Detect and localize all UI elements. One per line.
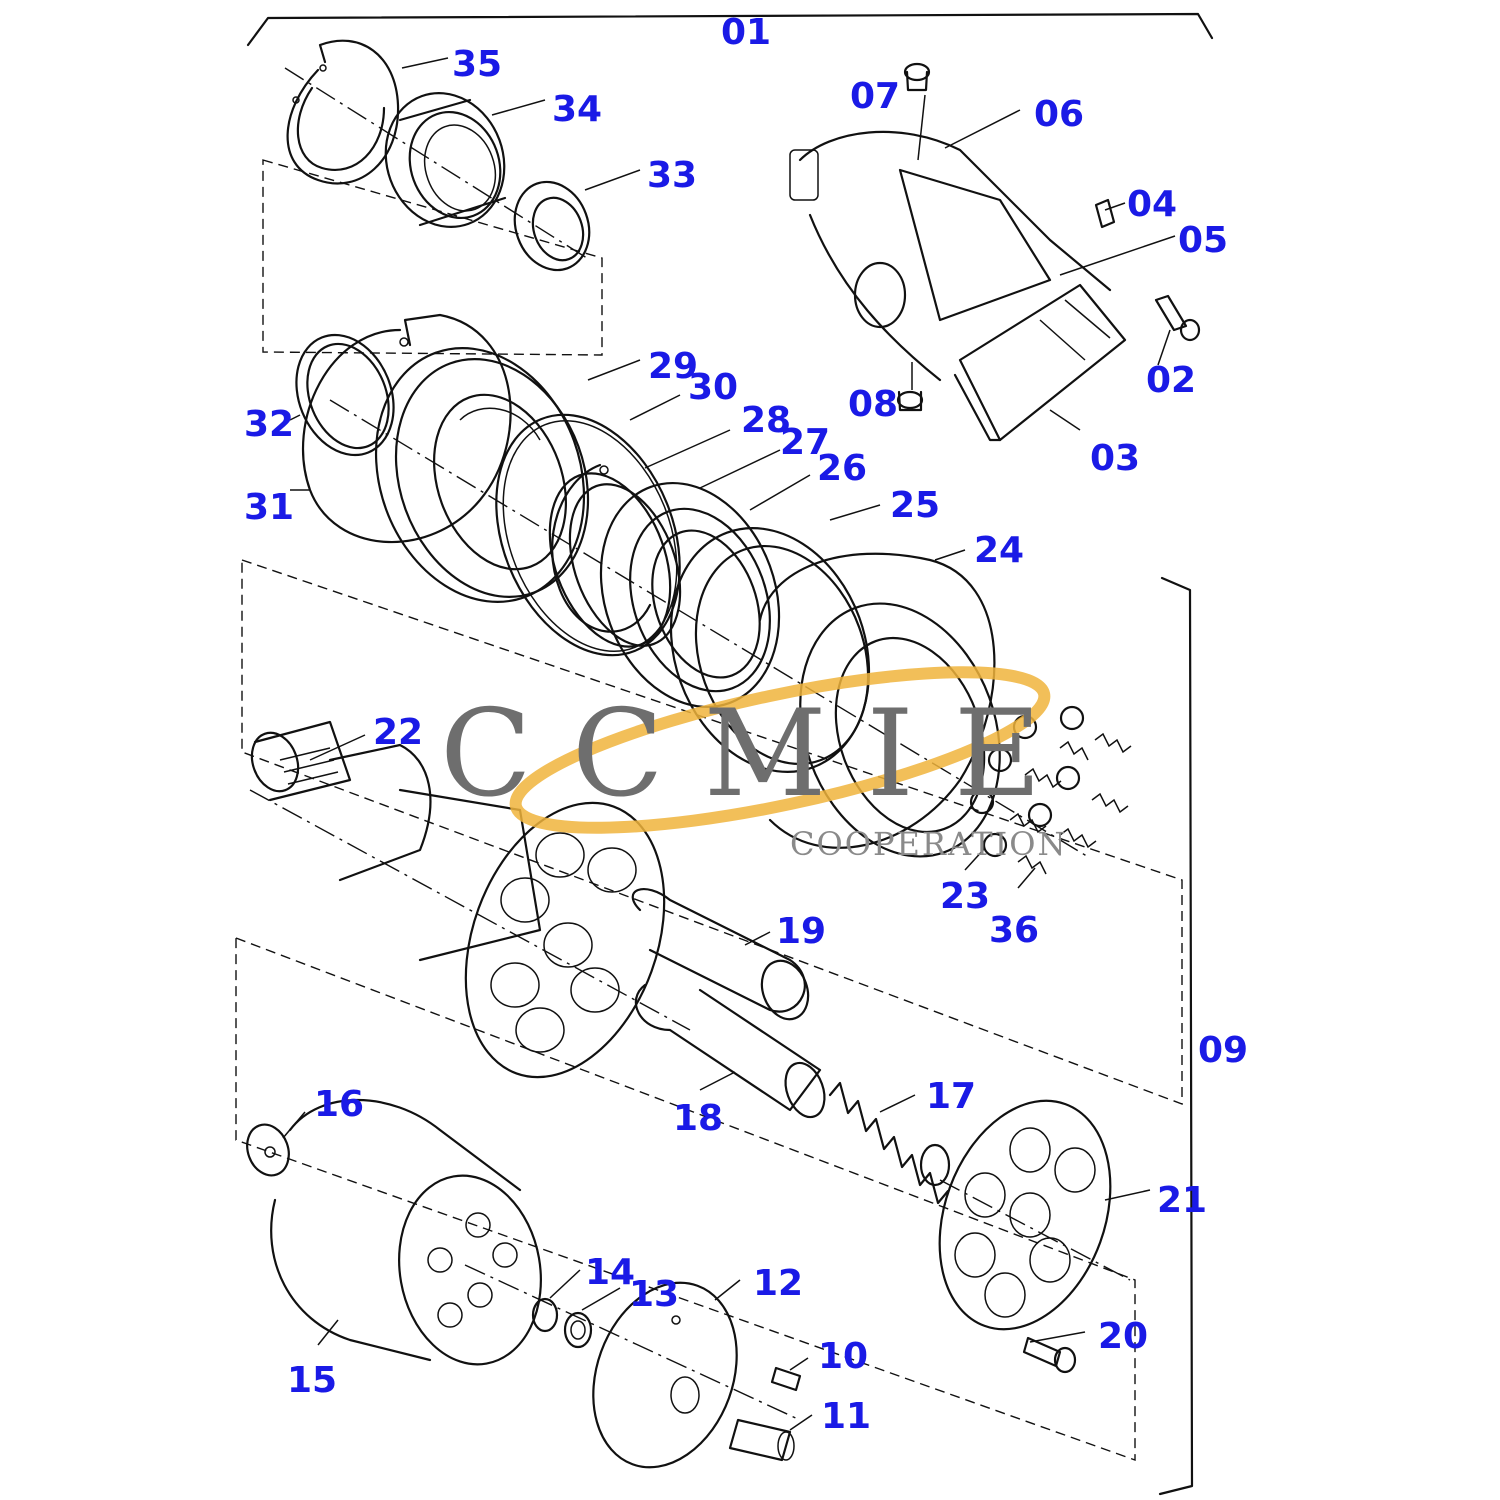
part-16-washer [246, 1123, 290, 1177]
label-05: 05 [1178, 220, 1228, 261]
part-17-spring [828, 1081, 951, 1205]
part-08-plug [896, 390, 924, 412]
part-21-valve-plate [938, 1099, 1112, 1331]
label-26: 26 [817, 448, 867, 489]
label-34: 34 [552, 89, 602, 130]
part-34-seal-housing [384, 91, 507, 229]
part-31-retaining-ring [301, 313, 512, 543]
bracket-09 [1158, 576, 1194, 1496]
part-11-pin [728, 1418, 795, 1462]
label-20: 20 [1098, 1316, 1148, 1357]
part-28-snap-ring [551, 463, 652, 633]
part-15-cylinder-block [270, 1098, 542, 1366]
label-33: 33 [647, 155, 697, 196]
watermark: CCMIE COOPERATION [440, 666, 1082, 863]
label-31: 31 [244, 487, 294, 528]
part-labels: 01 02 03 04 05 06 07 08 09 10 11 12 13 1… [244, 12, 1248, 1437]
part-23-spring-seats [969, 705, 1085, 858]
part-36-springs [1009, 732, 1132, 875]
label-24: 24 [974, 530, 1024, 571]
part-plate-with-holes [464, 801, 666, 1079]
group-outline-33-34 [262, 159, 603, 356]
part-20-bolt [1022, 1336, 1077, 1374]
bracket-01 [246, 12, 1214, 47]
label-30: 30 [688, 367, 738, 408]
label-28: 28 [741, 400, 791, 441]
part-10-pin [770, 1366, 802, 1392]
label-27: 27 [780, 422, 830, 463]
part-27-spacer [548, 472, 682, 648]
part-32-o-ring [295, 333, 395, 457]
label-29: 29 [648, 346, 698, 387]
label-13: 13 [629, 1274, 679, 1315]
label-23: 23 [940, 876, 990, 917]
part-33-oil-seal [513, 180, 591, 272]
label-11: 11 [821, 1396, 871, 1437]
part-07-plug [903, 62, 931, 92]
part-22-shaft [250, 720, 542, 962]
label-16: 16 [314, 1084, 364, 1125]
group-outline-middle [241, 559, 1183, 1106]
part-24-case [758, 552, 1001, 858]
label-08: 08 [848, 384, 898, 425]
label-09: 09 [1198, 1030, 1248, 1071]
part-13-bushing [563, 1311, 593, 1349]
part-30-o-ring [495, 413, 681, 657]
label-12: 12 [753, 1263, 803, 1304]
part-06-housing [789, 130, 1112, 382]
part-14-ring [531, 1297, 559, 1333]
label-14: 14 [585, 1252, 635, 1293]
leader-lines [282, 57, 1176, 1431]
part-03-end-cover [953, 283, 1127, 442]
part-18-tube [634, 983, 826, 1119]
label-07: 07 [850, 76, 900, 117]
watermark-tagline: COOPERATION [790, 825, 1068, 863]
watermark-brand: CCMIE [440, 685, 1082, 824]
label-01: 01 [721, 12, 771, 53]
label-17: 17 [926, 1076, 976, 1117]
label-15: 15 [287, 1360, 337, 1401]
label-02: 02 [1146, 360, 1196, 401]
label-25: 25 [890, 485, 940, 526]
part-02-bolt [1154, 294, 1201, 342]
label-32: 32 [244, 404, 294, 445]
label-35: 35 [452, 44, 502, 85]
part-35-snap-ring [286, 39, 400, 185]
label-36: 36 [989, 910, 1039, 951]
part-19-piston [631, 888, 810, 1021]
label-06: 06 [1034, 94, 1084, 135]
label-10: 10 [818, 1336, 868, 1377]
label-18: 18 [673, 1098, 723, 1139]
label-03: 03 [1090, 438, 1140, 479]
part-04-pin [1094, 198, 1116, 229]
part-12-end-plate [592, 1281, 738, 1469]
group-outline-lower [235, 936, 1136, 1461]
label-22: 22 [373, 712, 423, 753]
label-21: 21 [1157, 1180, 1207, 1221]
label-19: 19 [776, 911, 826, 952]
label-04: 04 [1127, 184, 1177, 225]
